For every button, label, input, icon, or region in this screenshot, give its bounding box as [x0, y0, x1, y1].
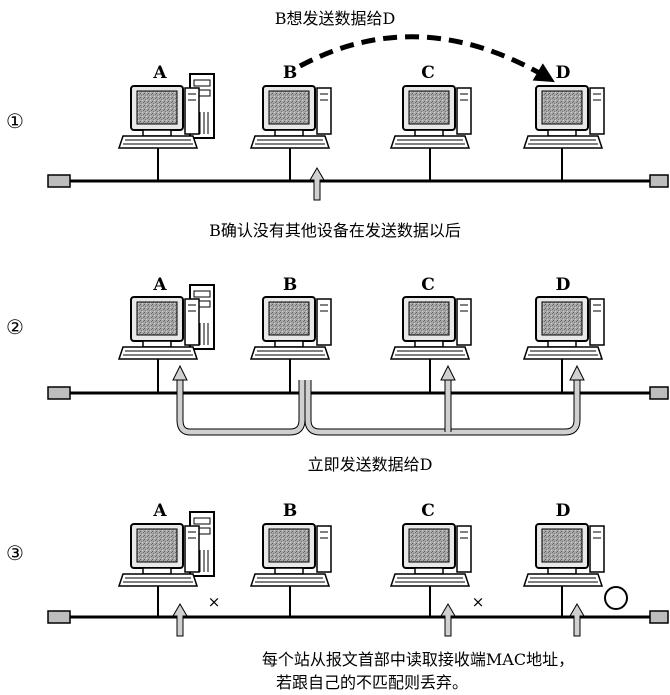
computer-icon [118, 523, 200, 587]
computer-icon [250, 523, 332, 587]
bottom-caption-1: B确认没有其他设备在发送数据以后 [209, 221, 461, 240]
read-header-arrow [569, 603, 585, 637]
computer-label-c: C [421, 275, 435, 295]
computer-label-b: B [283, 275, 297, 295]
terminator [47, 610, 71, 624]
step-3: ③ A B C D × × 每个站从报文首部中读取接收端MAC地址， 若跟自己的… [6, 501, 669, 692]
reject-mark: × [208, 593, 221, 611]
carrier-sense-arrow [309, 167, 325, 201]
step-number-2: ② [6, 315, 24, 339]
terminator [47, 174, 71, 188]
accept-circle-icon [604, 586, 628, 610]
computer-icon [250, 85, 332, 149]
computer-icon [523, 85, 605, 149]
terminator [649, 386, 669, 400]
computer-label-c: C [421, 63, 435, 83]
step-2: ② A B C D 立即发送数据给D [6, 275, 669, 474]
step-number-1: ① [6, 109, 24, 133]
computer-icon [390, 296, 472, 360]
computer-label-a: A [152, 275, 167, 295]
step-1: ① B想发送数据给D A B C D B确认没有其他设备在发送数据以后 [6, 9, 669, 240]
broadcast-arrow [172, 364, 585, 436]
terminator [47, 386, 71, 400]
read-header-arrow [172, 603, 188, 637]
computer-label-b: B [283, 63, 297, 83]
computer-label-c: C [421, 501, 435, 521]
terminator [649, 610, 669, 624]
bottom-caption-2: 立即发送数据给D [308, 455, 433, 474]
computer-icon [390, 85, 472, 149]
bottom-caption-3b: 若跟自己的不匹配则丢弃。 [276, 673, 468, 692]
computer-icon [523, 296, 605, 360]
top-caption: B想发送数据给D [275, 9, 396, 28]
computer-icon [118, 296, 200, 360]
read-header-arrow [440, 603, 456, 637]
computer-icon [523, 523, 605, 587]
computer-icon [250, 296, 332, 360]
computer-label-a: A [152, 63, 167, 83]
computer-label-d: D [556, 275, 571, 295]
computer-label-d: D [556, 501, 571, 521]
intent-arrow [298, 34, 555, 83]
reject-mark: × [472, 593, 485, 611]
computer-label-a: A [152, 501, 167, 521]
computer-label-d: D [556, 63, 571, 83]
computer-label-b: B [283, 501, 297, 521]
bottom-caption-3a: 每个站从报文首部中读取接收端MAC地址， [262, 650, 574, 669]
computer-icon [118, 85, 200, 149]
step-number-3: ③ [6, 541, 24, 565]
computer-icon [390, 523, 472, 587]
terminator [649, 174, 669, 188]
